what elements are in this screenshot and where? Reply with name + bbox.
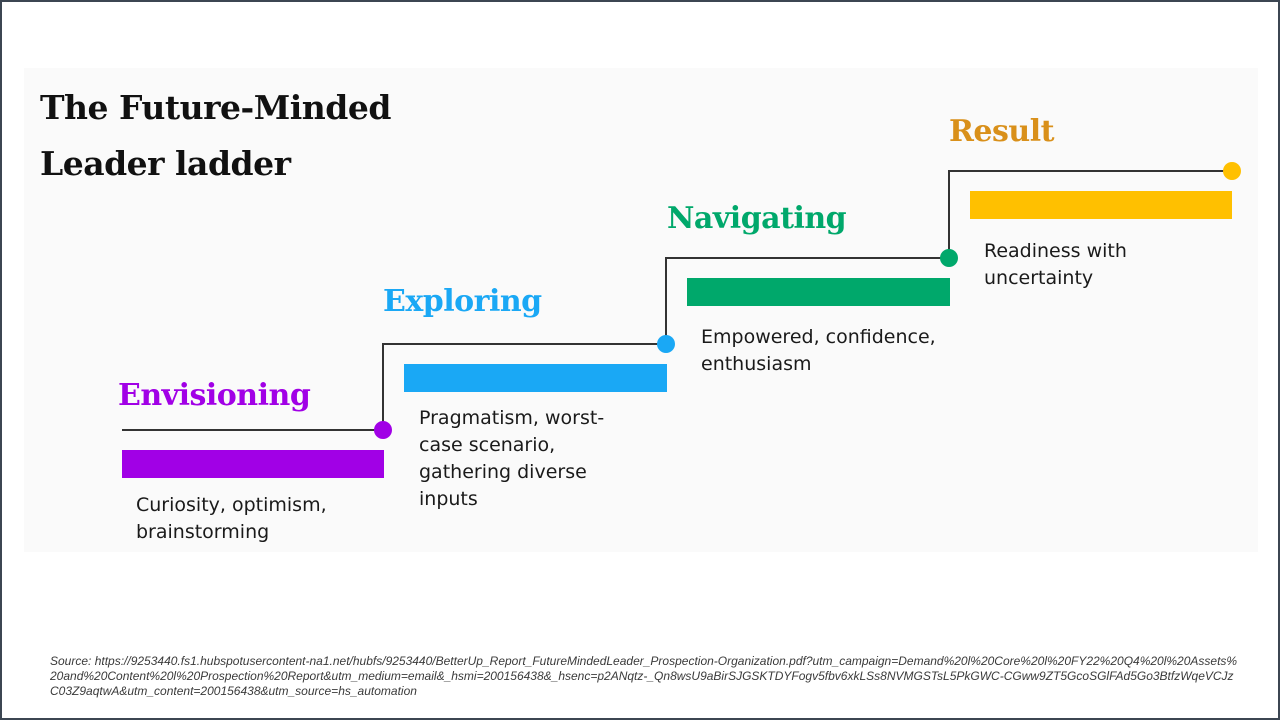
step-desc-navigating: Empowered, confidence, enthusiasm <box>701 324 961 378</box>
step-name-envisioning: Envisioning <box>118 378 311 413</box>
desc-line: brainstorming <box>136 521 270 543</box>
step-dot-envisioning <box>374 421 392 439</box>
title-line-1: The Future-Minded <box>40 88 391 127</box>
desc-line: Curiosity, optimism, <box>136 494 327 516</box>
diagram-title: The Future-Minded Leader ladder <box>40 80 460 192</box>
title-line-2: Leader ladder <box>40 144 291 183</box>
desc-line: inputs <box>419 488 478 510</box>
step-bar-envisioning <box>122 450 384 478</box>
step-desc-result: Readiness with uncertainty <box>984 238 1244 292</box>
source-citation: Source: https://9253440.fs1.hubspotuserc… <box>50 654 1238 698</box>
desc-line: Readiness with <box>984 240 1127 262</box>
step-name-exploring: Exploring <box>383 284 542 319</box>
desc-line: case scenario, <box>419 434 556 456</box>
desc-line: gathering diverse <box>419 461 587 483</box>
ladder-stair-line <box>122 170 1232 431</box>
desc-line: enthusiasm <box>701 353 812 375</box>
step-bar-result <box>970 191 1232 219</box>
desc-line: uncertainty <box>984 267 1094 289</box>
step-name-result: Result <box>949 114 1054 149</box>
desc-line: Pragmatism, worst- <box>419 407 605 429</box>
step-bar-navigating <box>687 278 950 306</box>
desc-line: Empowered, confidence, <box>701 326 936 348</box>
step-dot-exploring <box>657 335 675 353</box>
step-bar-exploring <box>404 364 667 392</box>
step-dot-result <box>1223 162 1241 180</box>
step-desc-envisioning: Curiosity, optimism, brainstorming <box>136 492 396 546</box>
step-desc-exploring: Pragmatism, worst- case scenario, gather… <box>419 405 679 513</box>
step-name-navigating: Navigating <box>667 201 847 236</box>
step-dot-navigating <box>940 249 958 267</box>
